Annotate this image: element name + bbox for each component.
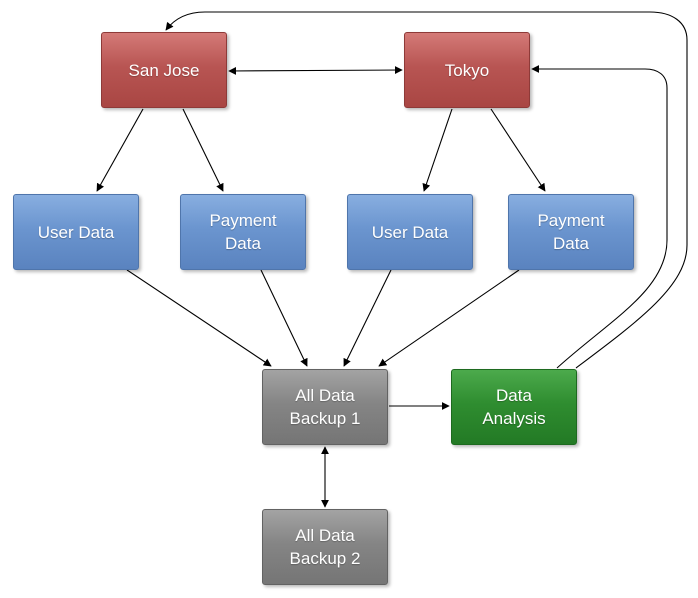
node-label-line: All Data (295, 386, 355, 405)
node-label-line: Payment (537, 211, 605, 230)
node-label-line: User Data (37, 222, 115, 242)
edge-tokyo-paymentdata2 (490, 108, 546, 192)
node-label-line: Backup 2 (289, 549, 361, 568)
edge-sanjose-userdata1 (96, 108, 144, 192)
node-user-data-tokyo[interactable]: User Data (347, 194, 473, 270)
edge-userdata2-backup1 (343, 269, 392, 367)
edge-paymentdata2-backup1 (378, 269, 520, 367)
edge-userdata1-backup1 (126, 269, 272, 367)
edge-sanjose-paymentdata1 (182, 108, 224, 192)
node-label-line: User Data (371, 222, 449, 242)
edge-tokyo-userdata2 (422, 108, 453, 192)
node-user-data-san-jose[interactable]: User Data (13, 194, 139, 270)
node-san-jose[interactable]: San Jose (101, 32, 227, 108)
edge-dataanalysis-tokyo (531, 65, 668, 369)
node-label-line: Data (225, 234, 261, 253)
node-label-line: Data (553, 234, 589, 253)
node-label-line: Analysis (482, 409, 546, 428)
node-tokyo[interactable]: Tokyo (404, 32, 530, 108)
node-label-line: Data (496, 386, 532, 405)
node-label-line: Tokyo (444, 60, 490, 80)
node-label-line: Payment (209, 211, 277, 230)
node-label-line: All Data (295, 526, 355, 545)
node-label-line: San Jose (128, 60, 200, 80)
edge-dataanalysis-sanjose (165, 11, 688, 369)
edge-sanjose-tokyo (228, 66, 403, 75)
node-label-line: Backup 1 (289, 409, 361, 428)
edge-paymentdata1-backup1 (260, 269, 308, 367)
